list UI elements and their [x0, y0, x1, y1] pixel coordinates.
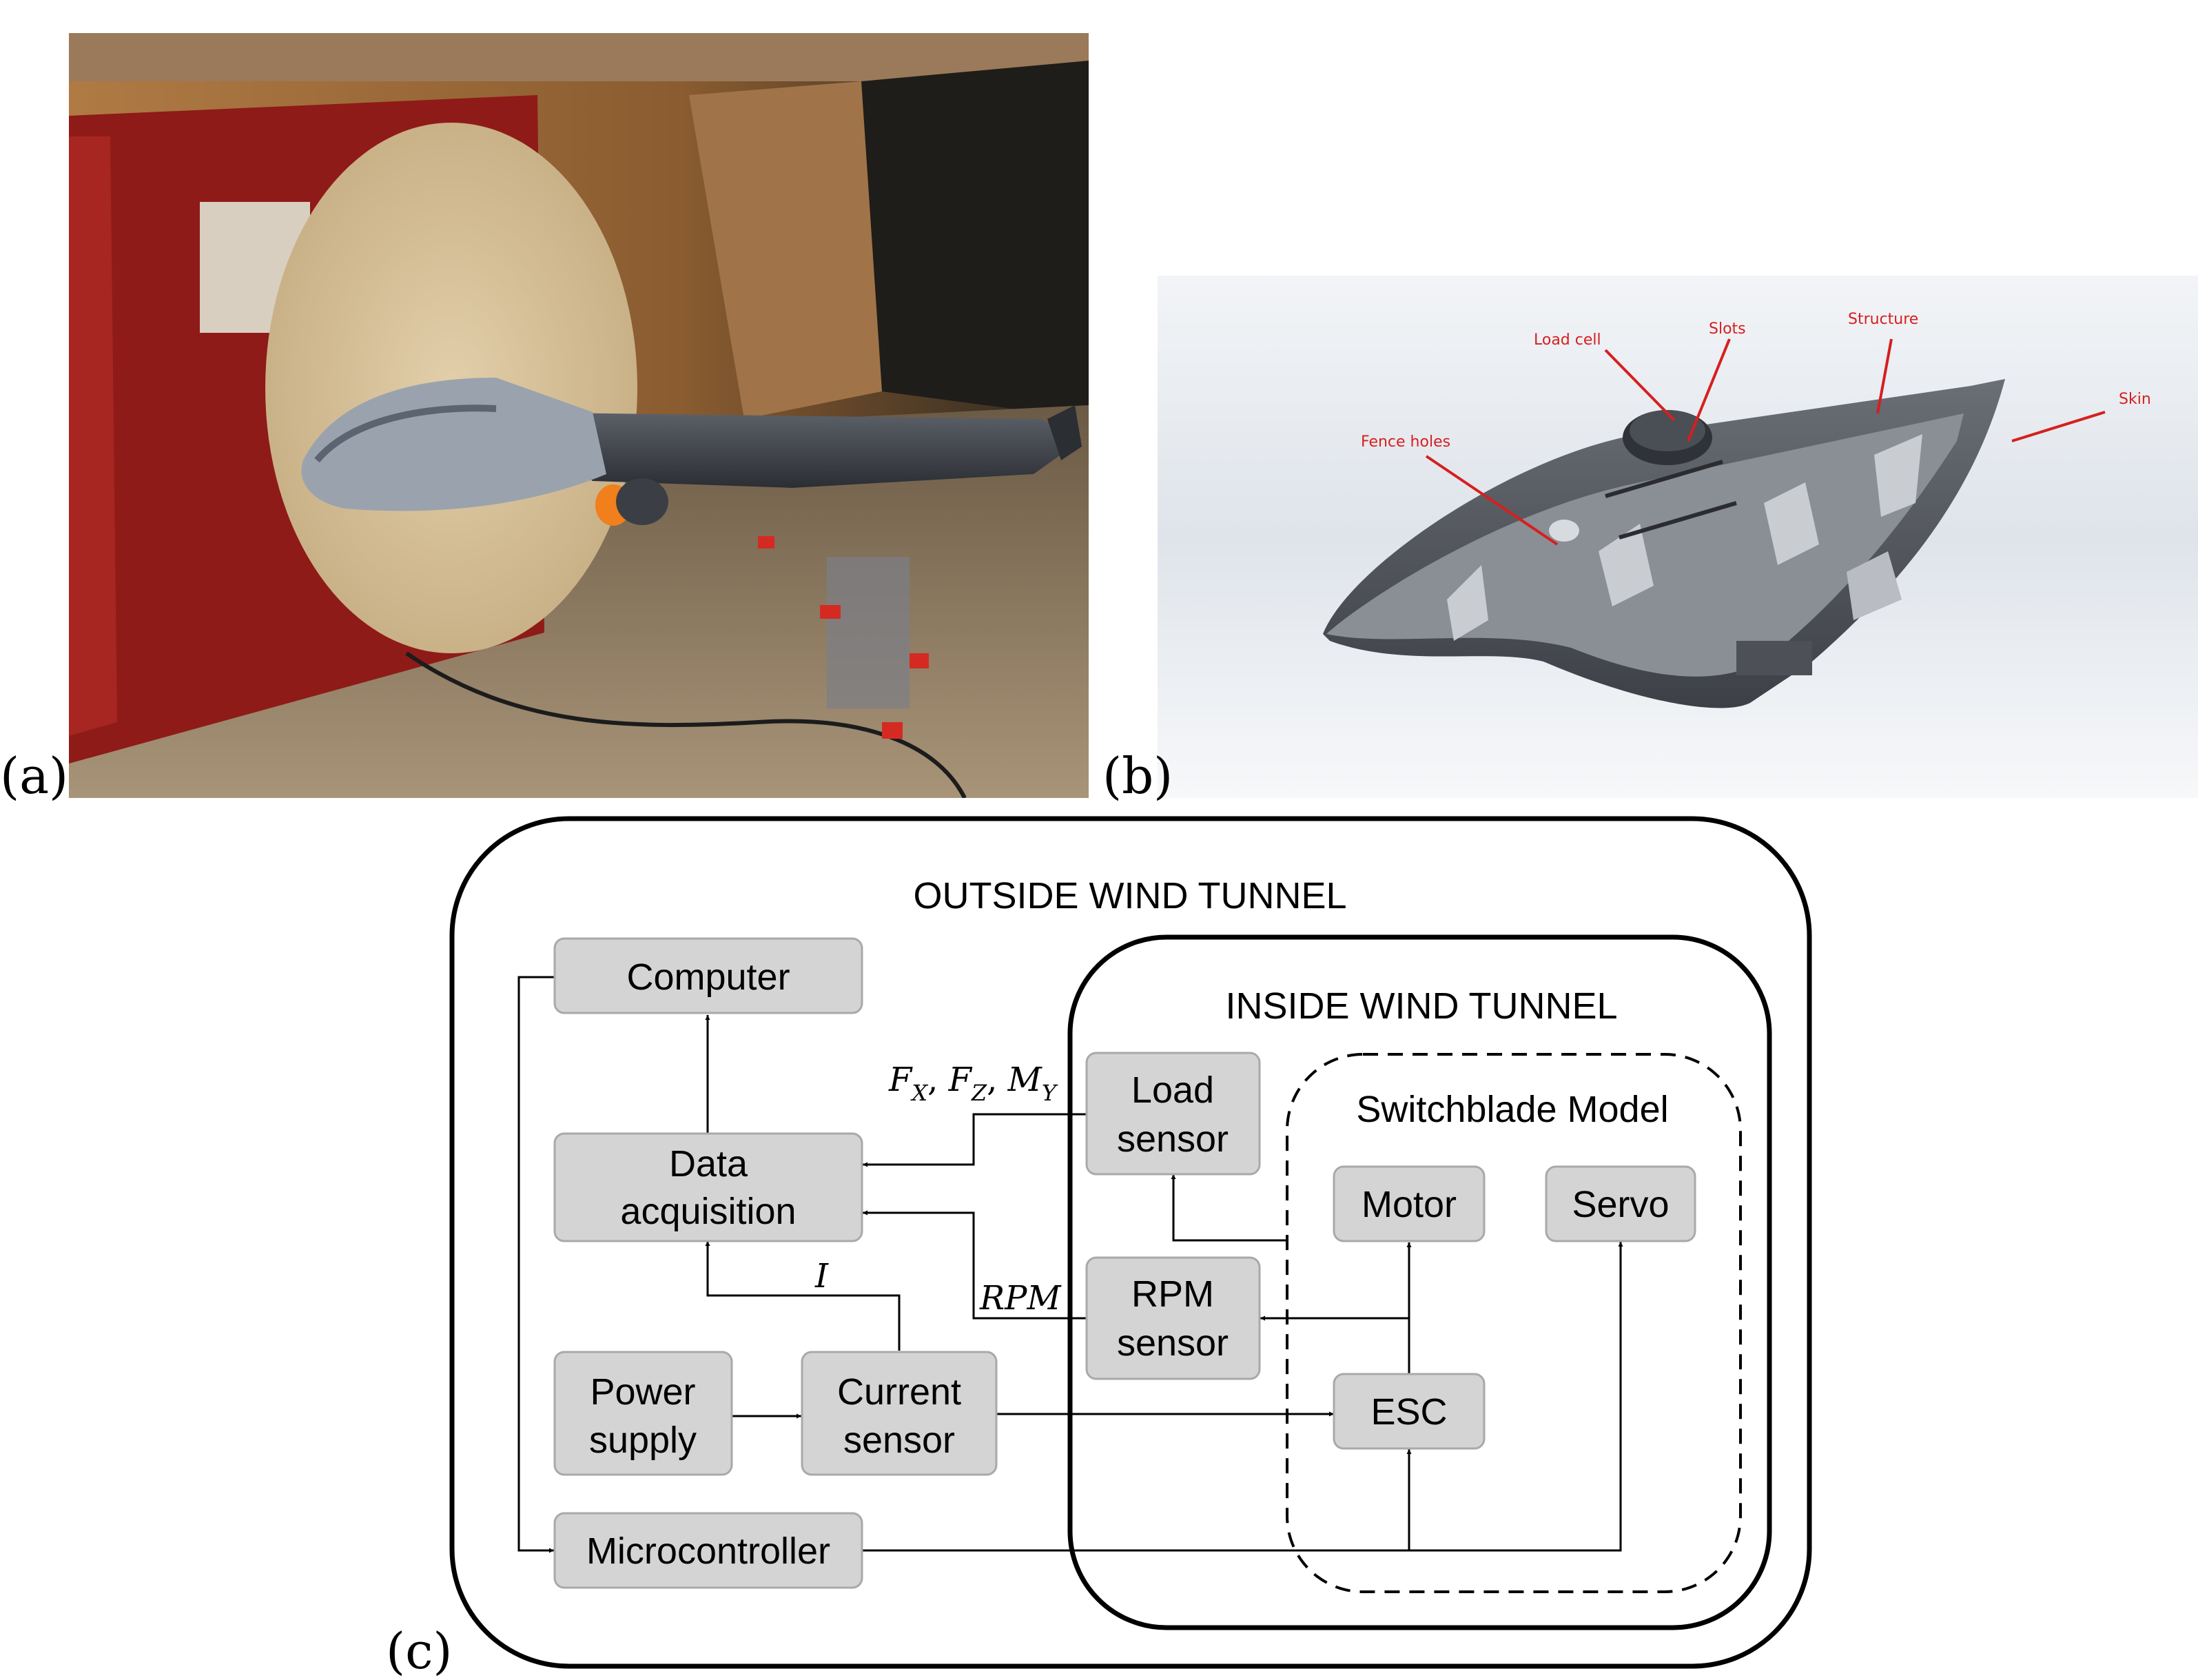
cad-model-render: Fence holes Load cell Slots Structure Sk… — [1158, 276, 2198, 798]
load-sensor-block: Load sensor — [1085, 1052, 1261, 1176]
current-sensor-label-line1: Current — [837, 1371, 961, 1413]
computer-block: Computer — [553, 937, 863, 1014]
esc-block: ESC — [1333, 1373, 1486, 1450]
power-supply-label-line1: Power — [590, 1371, 695, 1413]
microcontroller-block: Microcontroller — [553, 1512, 863, 1589]
cad-render-svg: Fence holes Load cell Slots Structure Sk… — [1158, 276, 2198, 798]
panel-label-b: (b) — [1102, 747, 1173, 805]
cad-callout-structure: Structure — [1848, 311, 1918, 328]
cad-callout-load-cell: Load cell — [1534, 331, 1601, 349]
wind-tunnel-photo-illustration — [69, 33, 1089, 798]
data-acquisition-block: Data acquisition — [553, 1132, 863, 1242]
switchblade-model-title: Switchblade Model — [1356, 1089, 1668, 1130]
cad-callout-fence-holes: Fence holes — [1361, 433, 1450, 451]
power-supply-label-line2: supply — [589, 1420, 697, 1461]
rpm-sensor-label-line1: RPM — [1131, 1273, 1214, 1315]
inside-wind-tunnel-boundary — [1067, 934, 1772, 1630]
servo-block: Servo — [1545, 1165, 1696, 1242]
signal-connectors — [517, 976, 1623, 1553]
esc-label: ESC — [1370, 1391, 1447, 1433]
force-moment-signal-label: FX, FZ, MY — [888, 1061, 1058, 1106]
rpm-sensor-block: RPM sensor — [1085, 1256, 1261, 1380]
power-supply-block: Power supply — [553, 1351, 733, 1476]
data-acquisition-label-line1: Data — [669, 1143, 748, 1185]
switchblade-model-boundary — [1286, 1053, 1742, 1593]
motor-block: Motor — [1333, 1165, 1486, 1242]
servo-label: Servo — [1572, 1184, 1669, 1225]
current-signal-label: I — [814, 1257, 829, 1295]
rpm-signal-label: RPM — [979, 1279, 1062, 1318]
data-acquisition-label-line2: acquisition — [620, 1191, 796, 1232]
microcontroller-label: Microcontroller — [586, 1530, 830, 1572]
motor-label: Motor — [1362, 1184, 1457, 1225]
current-sensor-block: Current sensor — [801, 1351, 998, 1476]
outside-wind-tunnel-boundary — [449, 816, 1812, 1669]
rpm-sensor-label-line2: sensor — [1117, 1322, 1229, 1364]
cad-callout-slots: Slots — [1709, 320, 1746, 338]
load-sensor-label-line2: sensor — [1117, 1118, 1229, 1160]
current-sensor-label-line2: sensor — [843, 1420, 955, 1461]
computer-label: Computer — [626, 956, 790, 998]
panel-label-c: (c) — [386, 1622, 453, 1680]
load-sensor-label-line1: Load — [1131, 1069, 1214, 1111]
inside-wind-tunnel-title: INSIDE WIND TUNNEL — [1225, 985, 1617, 1027]
outside-wind-tunnel-title: OUTSIDE WIND TUNNEL — [913, 875, 1346, 916]
panel-label-a: (a) — [0, 747, 69, 805]
cad-callout-skin: Skin — [2119, 391, 2151, 408]
wind-tunnel-photo — [69, 33, 1089, 798]
